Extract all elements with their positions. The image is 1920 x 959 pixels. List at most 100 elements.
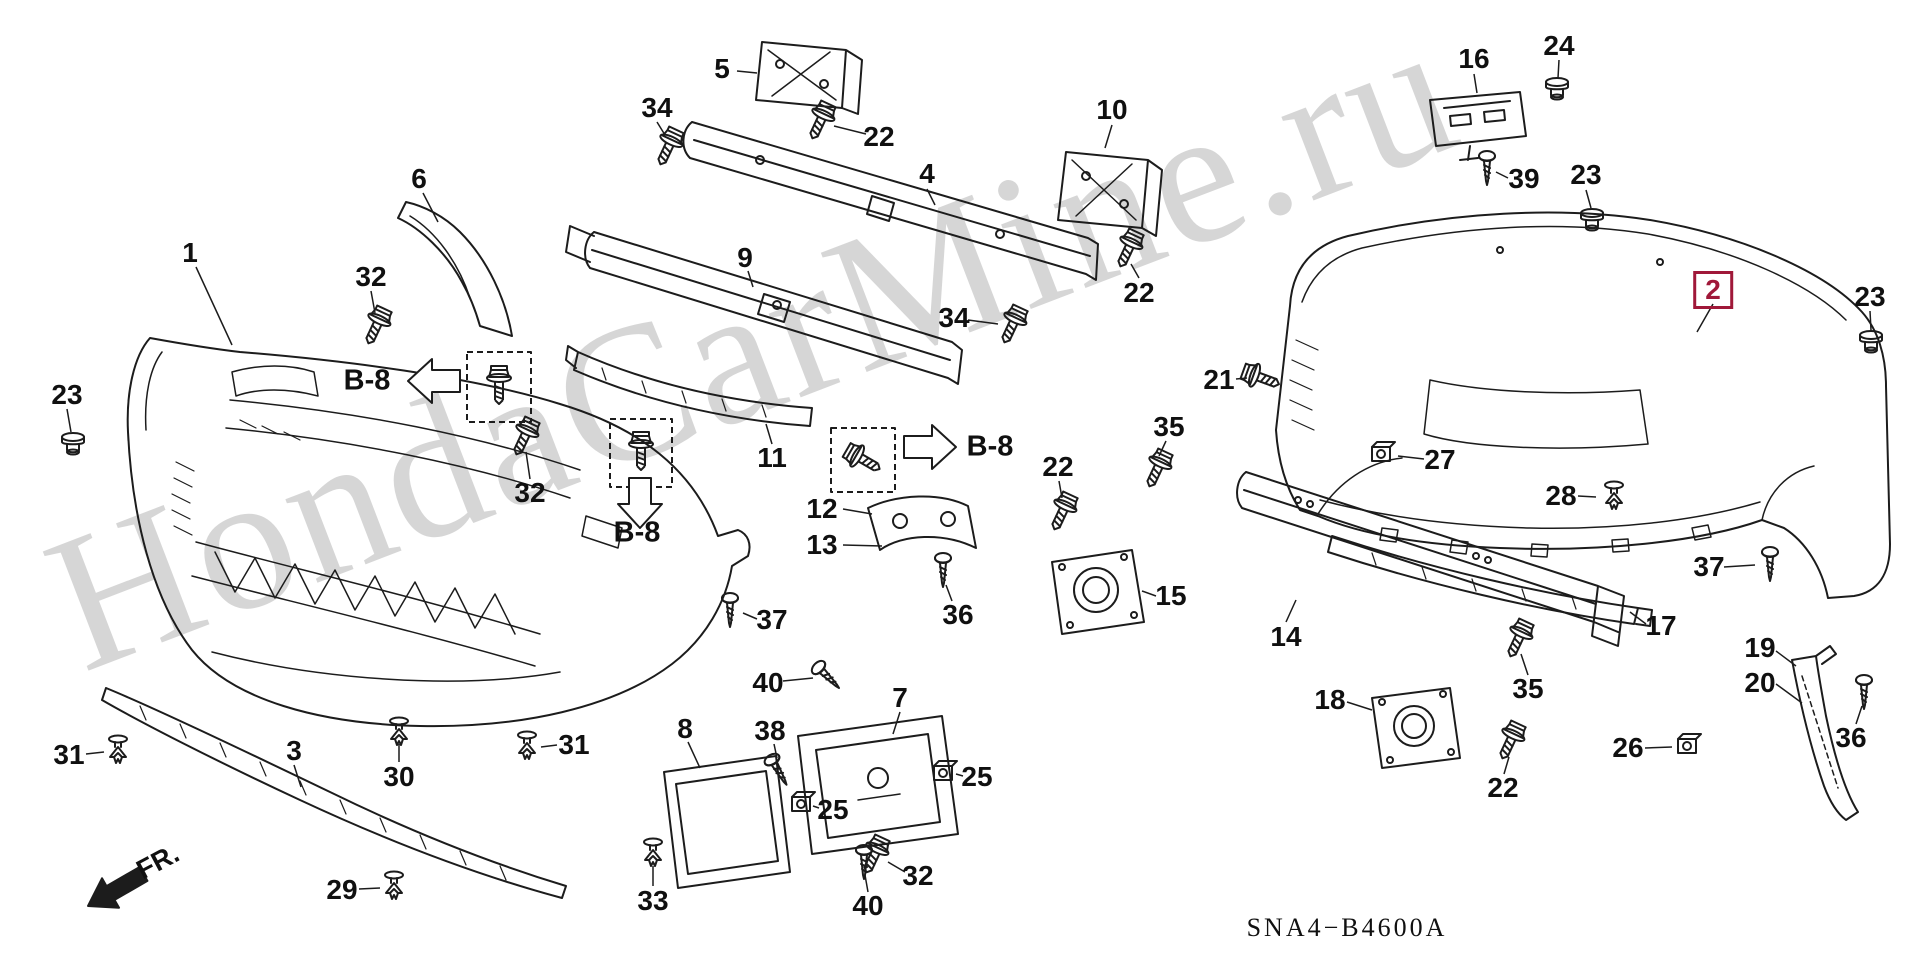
leader-lines [66, 59, 1872, 893]
callout-23b[interactable]: 23 [1570, 159, 1602, 190]
clip-icon [643, 837, 663, 867]
part-corner-bracket-6 [397, 201, 513, 337]
callout-7[interactable]: 7 [892, 682, 908, 713]
callout-22d[interactable]: 22 [1487, 772, 1519, 803]
screw-icon [1855, 674, 1873, 710]
callout-31b[interactable]: 31 [558, 729, 590, 760]
callout-35b[interactable]: 35 [1512, 673, 1544, 704]
screw-icon [808, 657, 846, 695]
clipnut-icon [791, 791, 816, 812]
callout-18[interactable]: 18 [1314, 684, 1346, 715]
callout-22b[interactable]: 22 [1123, 277, 1155, 308]
grommet-icon [61, 432, 85, 456]
bolt-icon [1137, 445, 1178, 493]
screw-icon [934, 552, 952, 588]
screw-icon [1478, 150, 1496, 186]
screw-icon [855, 844, 873, 880]
rear-assembly [1051, 91, 1891, 821]
callout-32b[interactable]: 32 [514, 477, 546, 508]
callout-30[interactable]: 30 [383, 761, 415, 792]
callout-9[interactable]: 9 [737, 242, 753, 273]
callout-12[interactable]: 12 [806, 493, 838, 524]
bolt-icon [1490, 717, 1531, 765]
bolt-icon [1108, 225, 1149, 273]
callout-13[interactable]: 13 [806, 529, 838, 560]
clip-icon [517, 730, 537, 760]
callout-14[interactable]: 14 [1270, 621, 1302, 652]
bolt-icon [1498, 615, 1539, 663]
ref-b8-down[interactable]: B-8 [613, 516, 661, 549]
callout-31a[interactable]: 31 [53, 739, 85, 770]
part-license-bracket [797, 715, 959, 855]
callout-33[interactable]: 33 [637, 885, 669, 916]
front-assembly [101, 41, 1163, 899]
part-bracket-12-13 [867, 495, 977, 551]
b8-arrow-left-icon [407, 358, 461, 404]
part-towing-bracket-front [1051, 549, 1145, 635]
callout-11[interactable]: 11 [757, 442, 787, 473]
callout-29[interactable]: 29 [326, 874, 358, 905]
clip-icon [389, 716, 409, 746]
part-rear-bumper [1275, 211, 1891, 599]
callout-4[interactable]: 4 [919, 158, 935, 189]
clipnut-icon [1677, 733, 1702, 754]
callout-27[interactable]: 27 [1424, 444, 1456, 475]
callout-8[interactable]: 8 [677, 713, 693, 744]
callout-25b[interactable]: 25 [961, 761, 993, 792]
callout-5[interactable]: 5 [714, 53, 730, 84]
screw-icon [1761, 546, 1779, 582]
callout-37b[interactable]: 37 [1693, 551, 1725, 582]
part-front-beam-lower [565, 225, 963, 385]
callout-24[interactable]: 24 [1543, 30, 1575, 61]
callout-22c[interactable]: 22 [1042, 451, 1074, 482]
callout-37a[interactable]: 37 [756, 604, 788, 635]
callout-32a[interactable]: 32 [355, 261, 387, 292]
callout-3[interactable]: 3 [286, 735, 302, 766]
callout-16[interactable]: 16 [1458, 43, 1490, 74]
callout-22a[interactable]: 22 [863, 121, 895, 152]
callout-36a[interactable]: 36 [942, 599, 974, 630]
callout-40a[interactable]: 40 [752, 667, 784, 698]
part-side-bracket-19-20 [1791, 645, 1859, 821]
callout-35a[interactable]: 35 [1153, 411, 1185, 442]
callout-26[interactable]: 26 [1612, 732, 1644, 763]
part-towing-bracket-rear [1371, 687, 1461, 769]
callout-20[interactable]: 20 [1744, 667, 1776, 698]
fr-arrow-icon [87, 866, 149, 909]
callout-19[interactable]: 19 [1744, 632, 1776, 663]
part-bracket-5 [755, 41, 863, 115]
b8-arrow-down-icon [617, 477, 663, 529]
part-license-plate-backing [663, 755, 791, 889]
callout-39[interactable]: 39 [1508, 163, 1540, 194]
callout-23c[interactable]: 23 [1854, 281, 1886, 312]
part-front-support-strip [565, 345, 813, 427]
part-rear-support-strip [1327, 535, 1653, 627]
callout-32c[interactable]: 32 [902, 860, 934, 891]
callout-34a[interactable]: 34 [641, 92, 673, 123]
bolt-icon [648, 123, 689, 171]
callout-21[interactable]: 21 [1203, 364, 1235, 395]
callout-25a[interactable]: 25 [817, 794, 849, 825]
callout-1[interactable]: 1 [182, 237, 198, 268]
callout-17[interactable]: 17 [1645, 610, 1677, 641]
part-front-beam-upper [682, 121, 1099, 281]
callout-36b[interactable]: 36 [1835, 722, 1867, 753]
dashed-bolt-box [830, 427, 896, 493]
ref-b8-left[interactable]: B-8 [343, 364, 391, 397]
callout-10[interactable]: 10 [1096, 94, 1128, 125]
callout-2[interactable]: 2 [1693, 271, 1733, 309]
part-bracket-10 [1057, 151, 1163, 237]
callout-6[interactable]: 6 [411, 163, 427, 194]
part-rear-beam [1236, 471, 1625, 647]
callout-23a[interactable]: 23 [51, 379, 83, 410]
bolt-icon [486, 365, 512, 405]
ref-b8-right[interactable]: B-8 [966, 430, 1014, 463]
callout-34b[interactable]: 34 [938, 302, 970, 333]
clipnut-icon [1371, 441, 1396, 462]
callout-15[interactable]: 15 [1155, 580, 1187, 611]
callout-38[interactable]: 38 [754, 715, 786, 746]
dashed-bolt-box [466, 351, 532, 423]
callout-28[interactable]: 28 [1545, 480, 1577, 511]
callout-40b[interactable]: 40 [852, 890, 884, 921]
